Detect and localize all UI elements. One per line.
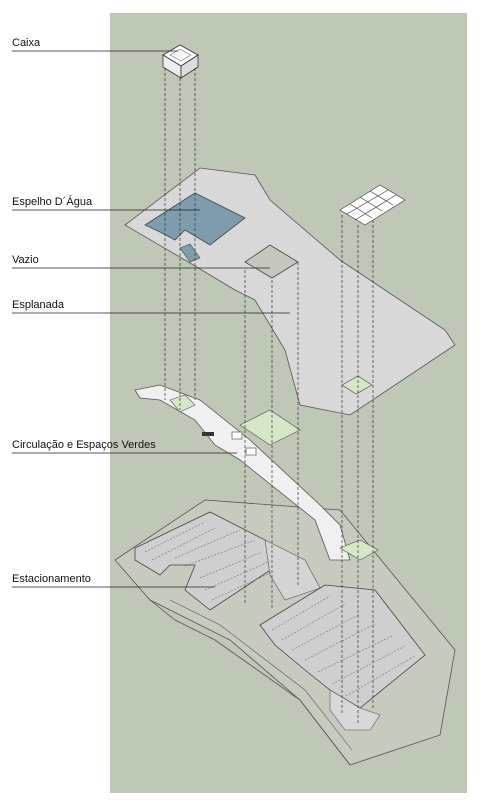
circulation-level: [134, 384, 379, 561]
green-space-3: [339, 539, 379, 561]
label-circulacao: Circulação e Espaços Verdes: [12, 439, 156, 451]
caixa-box: [162, 44, 199, 79]
parking-block-upper: [134, 511, 279, 611]
grid-block: [339, 184, 406, 226]
green-space-2: [239, 409, 301, 446]
label-estacionamento: Estacionamento: [12, 573, 91, 585]
label-esplanada: Esplanada: [12, 299, 64, 311]
parking-level: [114, 499, 456, 766]
green-space-1: [169, 394, 196, 413]
projection-lines: [164, 68, 374, 725]
label-vazio: Vazio: [12, 254, 39, 266]
label-caixa: Caixa: [12, 37, 41, 49]
leader-lines: [12, 50, 290, 588]
label-espelho-dagua: Espelho D´Água: [12, 196, 93, 208]
